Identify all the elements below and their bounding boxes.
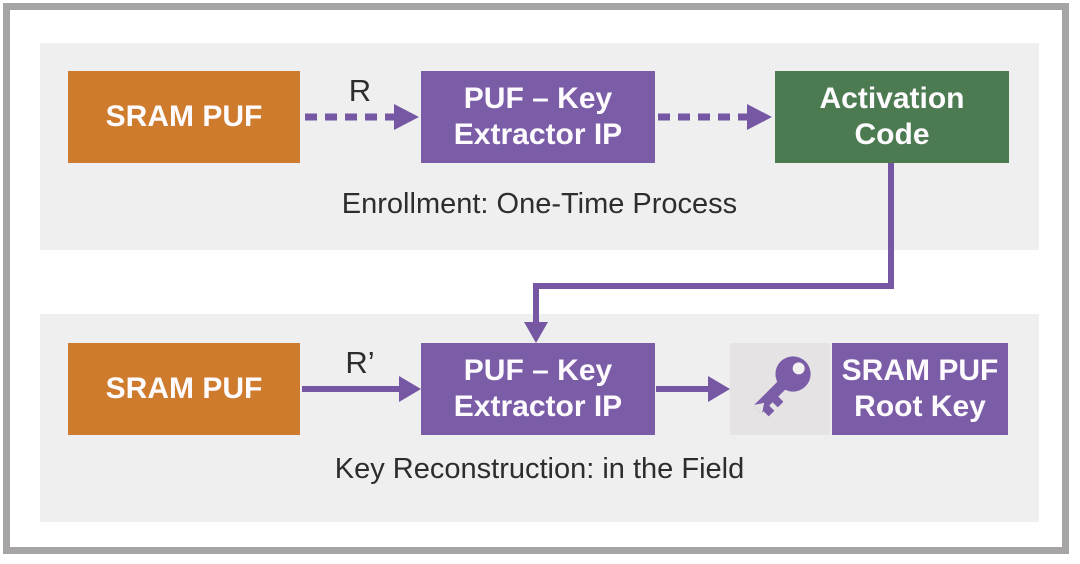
extractor-label-line2: Extractor IP	[453, 118, 623, 151]
extractor2-label-line1: PUF – Key	[463, 354, 613, 387]
sram-puf-root-key-box: SRAM PUF Root Key	[832, 343, 1008, 435]
reconstruction-sram-puf-label: SRAM PUF	[105, 372, 263, 405]
reconstruction-arrow-label-rprime: R’	[345, 345, 375, 380]
outer-border	[3, 3, 1069, 554]
reconstruction-sram-puf-box: SRAM PUF	[68, 343, 300, 435]
enrollment-sram-puf-box: SRAM PUF	[68, 71, 300, 163]
reconstruction-key-extractor-box: PUF – Key Extractor IP	[421, 343, 655, 435]
enrollment-arrow-label-r: R	[348, 73, 372, 108]
extractor2-label-line2: Extractor IP	[453, 390, 623, 423]
activation-code-box: Activation Code	[775, 71, 1009, 163]
key-icon-panel	[730, 343, 830, 435]
rootkey-label-line2: Root Key	[854, 390, 986, 423]
enrollment-caption: Enrollment: One-Time Process	[341, 188, 738, 220]
activation-label-line1: Activation	[819, 82, 965, 115]
key-icon	[740, 347, 820, 432]
activation-label-line2: Code	[854, 118, 930, 151]
enrollment-sram-puf-label: SRAM PUF	[105, 100, 263, 133]
reconstruction-caption: Key Reconstruction: in the Field	[334, 453, 745, 485]
rootkey-label-line1: SRAM PUF	[841, 354, 999, 387]
extractor-label-line1: PUF – Key	[463, 82, 613, 115]
enrollment-key-extractor-box: PUF – Key Extractor IP	[421, 71, 655, 163]
